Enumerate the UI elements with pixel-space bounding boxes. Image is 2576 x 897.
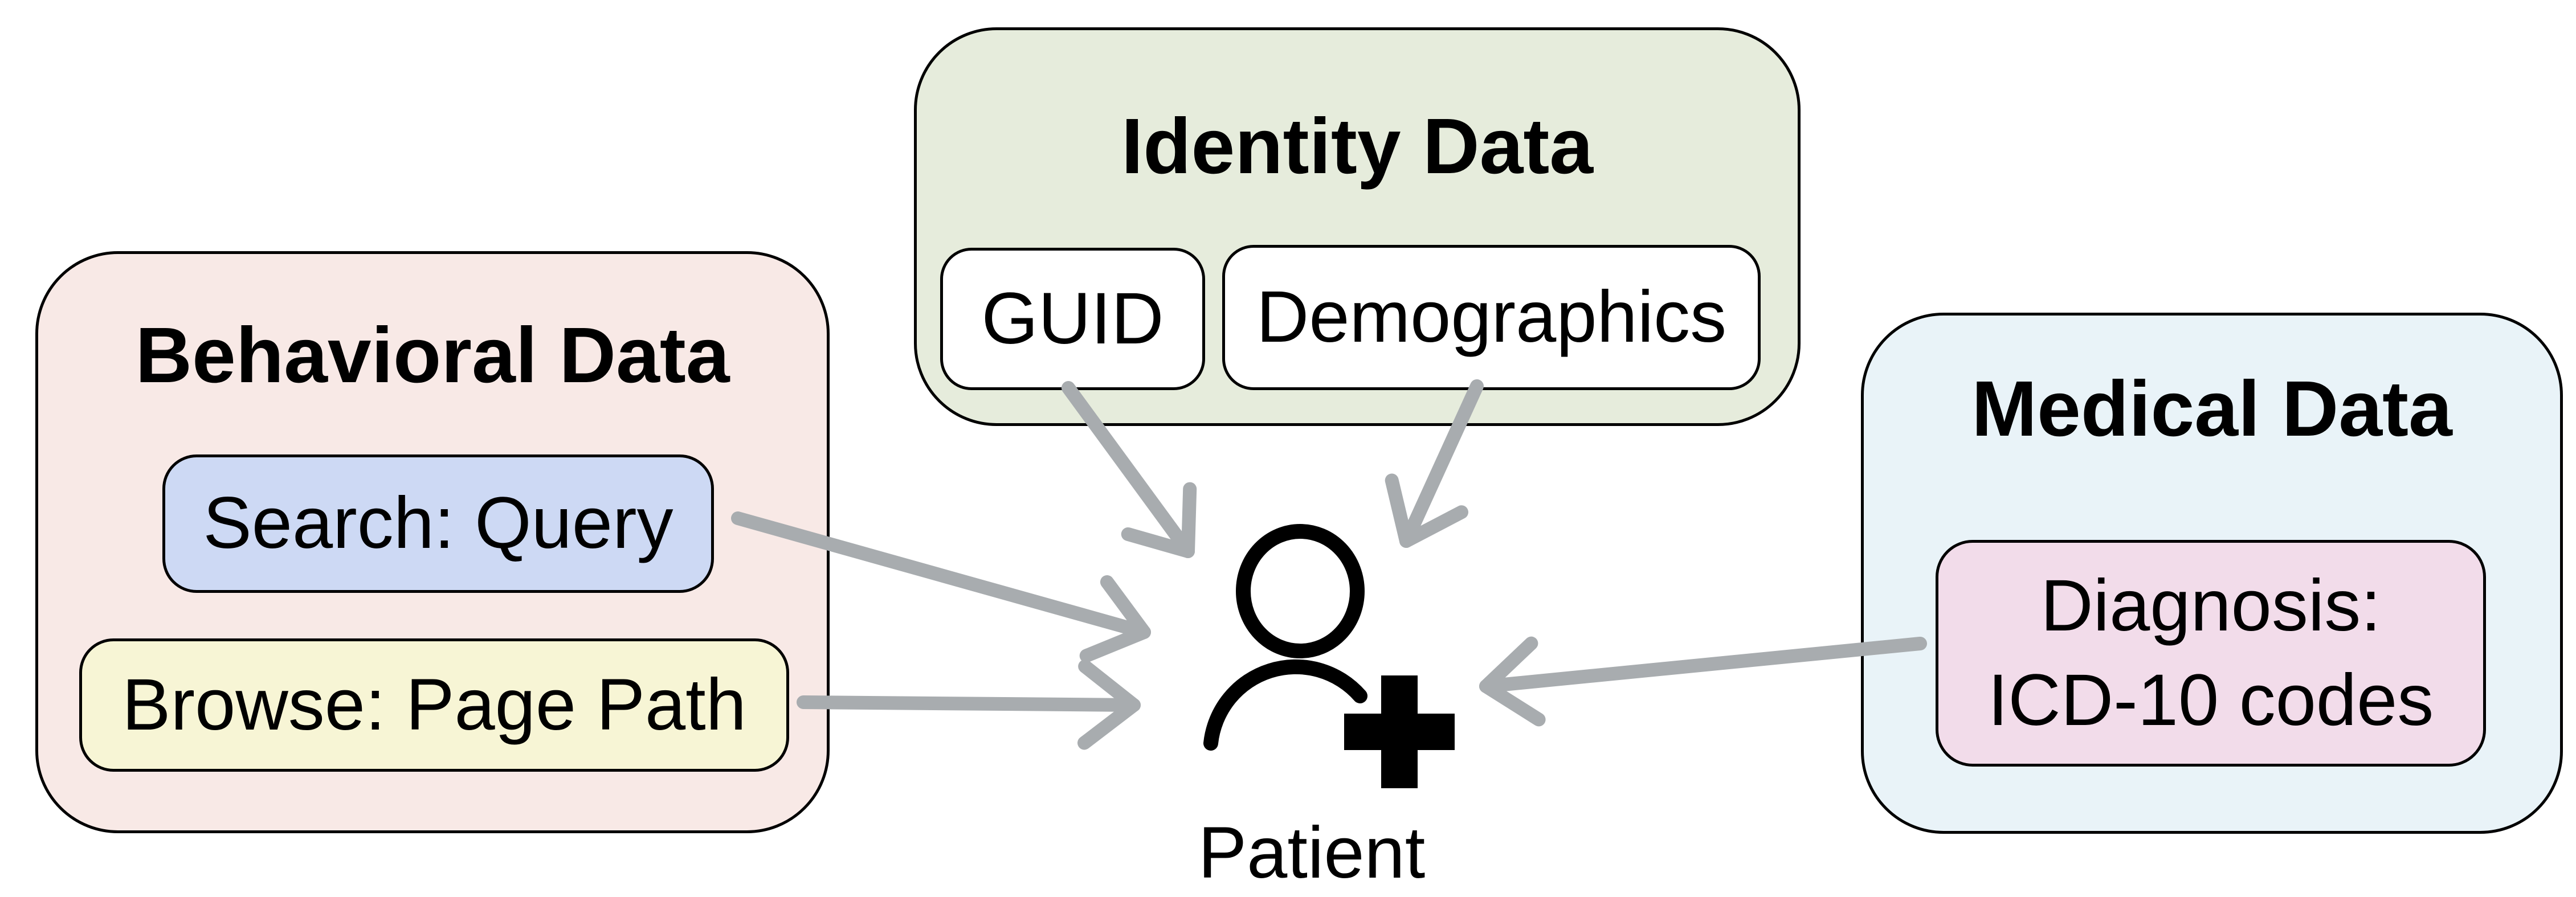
patient-shoulders-icon bbox=[1203, 659, 1367, 751]
browse-to-patient-arrow bbox=[797, 660, 1141, 750]
browse-page-path-label: Browse: Page Path bbox=[122, 663, 746, 746]
guid-label: GUID bbox=[981, 277, 1164, 359]
diagnosis-to-patient-arrow bbox=[1479, 636, 1927, 727]
medical-data-title: Medical Data bbox=[1971, 365, 2452, 453]
demographics-label: Demographics bbox=[1256, 276, 1727, 358]
diagnosis-icd10-box: Diagnosis: ICD-10 codes bbox=[1936, 540, 2486, 767]
guid-box: GUID bbox=[940, 248, 1205, 390]
search-query-label: Search: Query bbox=[203, 482, 673, 564]
patient-label: Patient bbox=[1198, 812, 1426, 894]
connector-arrows bbox=[731, 379, 1927, 750]
diagnosis-line-2: ICD-10 codes bbox=[1987, 660, 2434, 741]
search-query-box: Search: Query bbox=[162, 454, 714, 593]
patient-head-icon bbox=[1236, 524, 1365, 658]
browse-page-path-box: Browse: Page Path bbox=[79, 638, 789, 772]
demographics-box: Demographics bbox=[1222, 245, 1761, 390]
diagnosis-line-1: Diagnosis: bbox=[2040, 564, 2381, 646]
behavioral-data-title: Behavioral Data bbox=[135, 312, 730, 399]
patient-icon bbox=[1203, 524, 1455, 788]
behavioral-data-group: Behavioral Data Search: Query Browse: Pa… bbox=[35, 251, 830, 833]
medical-data-group: Medical Data Diagnosis: ICD-10 codes bbox=[1861, 313, 2563, 834]
identity-data-title: Identity Data bbox=[1121, 103, 1594, 190]
identity-data-group: Identity Data GUID Demographics bbox=[914, 27, 1801, 426]
medical-cross-icon bbox=[1344, 675, 1455, 788]
